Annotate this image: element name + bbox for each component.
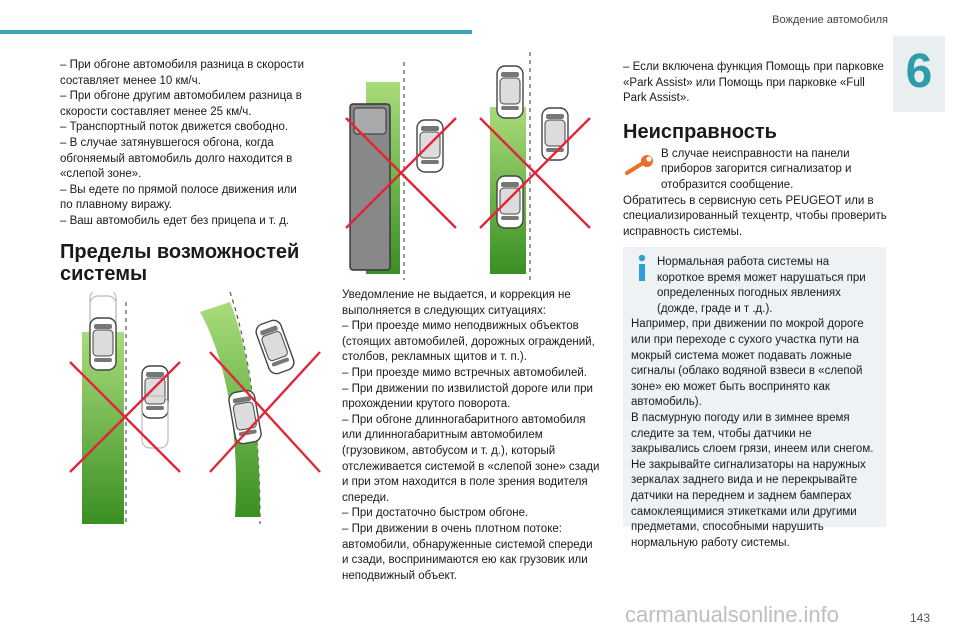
right-intro: – Если включена функция Помощь при парко… bbox=[623, 61, 884, 105]
top-accent-bar bbox=[0, 30, 472, 34]
info-paragraph: Не закрывайте сигнализаторы на наружных … bbox=[631, 458, 866, 549]
left-column: – При обгоне автомобиля разница в скорос… bbox=[60, 58, 305, 293]
left-bullet: – Ваш автомобиль едет без прицепа и т. д… bbox=[60, 214, 290, 227]
watermark: carmanualsonline.info bbox=[625, 602, 840, 627]
left-bullet: – В случае затянувшегося обгона, когда о… bbox=[60, 136, 293, 181]
info-paragraph: Например, при движении по мокрой дороге … bbox=[631, 318, 864, 409]
cross-mark bbox=[479, 117, 591, 229]
left-bullet: – Вы едете по прямой полосе движения или… bbox=[60, 183, 297, 212]
info-first-line: Нормальная работа системы на короткое вр… bbox=[631, 253, 878, 317]
car-icon bbox=[496, 65, 524, 119]
fault-text: В случае неисправности на панели приборо… bbox=[661, 147, 852, 191]
header-title: Вождение автомобиля bbox=[772, 14, 888, 26]
middle-bullet: – При движении по извилистой дороге или … bbox=[342, 382, 593, 411]
section-heading-limits: Пределы возможностей системы bbox=[60, 240, 300, 285]
cross-mark bbox=[209, 351, 321, 473]
chapter-number: 6 bbox=[905, 45, 933, 98]
blind-spot-zone bbox=[82, 332, 124, 524]
fault-notice: В случае неисправности на панели приборо… bbox=[623, 147, 888, 194]
left-bullet: – При обгоне другим автомобилем разница … bbox=[60, 90, 302, 118]
right-column: – Если включена функция Помощь при парко… bbox=[623, 60, 888, 240]
car-icon bbox=[89, 317, 117, 371]
info-text: Нормальная работа системы на короткое вр… bbox=[657, 256, 866, 315]
middle-bullet: – При проезде мимо неподвижных объектов … bbox=[342, 320, 595, 364]
truck-icon bbox=[349, 103, 391, 271]
figure-blind-spot-lanes bbox=[69, 292, 321, 525]
middle-bullet: – При достаточно быстром обгоне. bbox=[342, 507, 529, 520]
cross-mark bbox=[345, 117, 457, 229]
left-bullet: – Транспортный поток движется свободно. bbox=[60, 121, 289, 134]
info-icon bbox=[638, 254, 646, 281]
figure-truck-oncoming bbox=[345, 52, 591, 280]
fault-advice: Обратитесь в сервисную сеть PEUGEOT или … bbox=[623, 194, 887, 238]
chapter-tab: 6 bbox=[893, 36, 945, 112]
left-bullet: – При обгоне автомобиля разница в скорос… bbox=[60, 59, 305, 87]
blind-spot-zone bbox=[200, 302, 260, 517]
cross-mark bbox=[69, 361, 181, 473]
car-icon bbox=[226, 388, 264, 446]
wrench-icon bbox=[625, 154, 653, 175]
middle-bullet: – При движении в очень плотном потоке: а… bbox=[342, 522, 593, 582]
car-icon bbox=[416, 119, 444, 173]
section-heading-fault: Неисправность bbox=[623, 120, 777, 143]
middle-bullet: – При проезде мимо встречных автомобилей… bbox=[342, 366, 587, 379]
info-paragraph: В пасмурную погоду или в зимнее время сл… bbox=[631, 411, 874, 456]
car-icon bbox=[496, 175, 524, 229]
page-number: 143 bbox=[909, 611, 930, 625]
middle-text: Уведомление не выдается, и коррекция не … bbox=[342, 289, 571, 317]
car-icon bbox=[253, 317, 297, 377]
middle-bullet: – При обгоне длинногабаритного автомобил… bbox=[342, 413, 600, 504]
info-box: Нормальная работа системы на короткое вр… bbox=[623, 247, 886, 549]
middle-column: Уведомление не выдается, и коррекция не … bbox=[342, 288, 600, 584]
car-icon bbox=[141, 365, 169, 419]
